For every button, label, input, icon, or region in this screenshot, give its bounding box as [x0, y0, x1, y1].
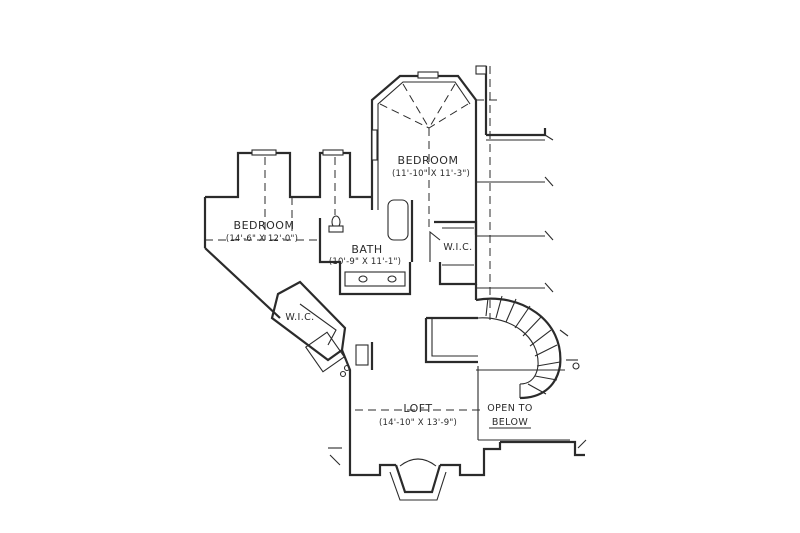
wic-left-walls: [270, 280, 347, 373]
bedroom-left-dims: (14'-6" X 12'-0"): [226, 234, 298, 244]
bath-walls: [318, 199, 414, 296]
open-to-below-line1: OPEN TO: [487, 403, 532, 414]
bedroom-top-dims: (11'-10" X 11'-3"): [392, 169, 470, 179]
wic-right-name: W.I.C.: [443, 242, 472, 253]
wic-right-walls: [429, 220, 478, 286]
bedroom-top-walls: [370, 71, 478, 235]
bay-window: [389, 458, 447, 501]
open-to-below-edges: [328, 65, 587, 466]
curved-stair: [475, 295, 580, 400]
open-to-below-line2: BELOW: [492, 417, 529, 428]
wic-left-name: W.I.C.: [285, 312, 314, 323]
bedroom-top-name: BEDROOM: [398, 154, 459, 167]
bedroom-left-name: BEDROOM: [234, 219, 295, 232]
loft-dims: (14'-10" X 13'-9"): [379, 418, 457, 428]
bath-name: BATH: [351, 243, 382, 256]
bath-dims: (10'-9" X 11'-1"): [329, 257, 401, 267]
bedroom-left-walls: [203, 149, 372, 319]
loft-name: LOFT: [403, 402, 432, 415]
loft-walls: [339, 284, 502, 477]
